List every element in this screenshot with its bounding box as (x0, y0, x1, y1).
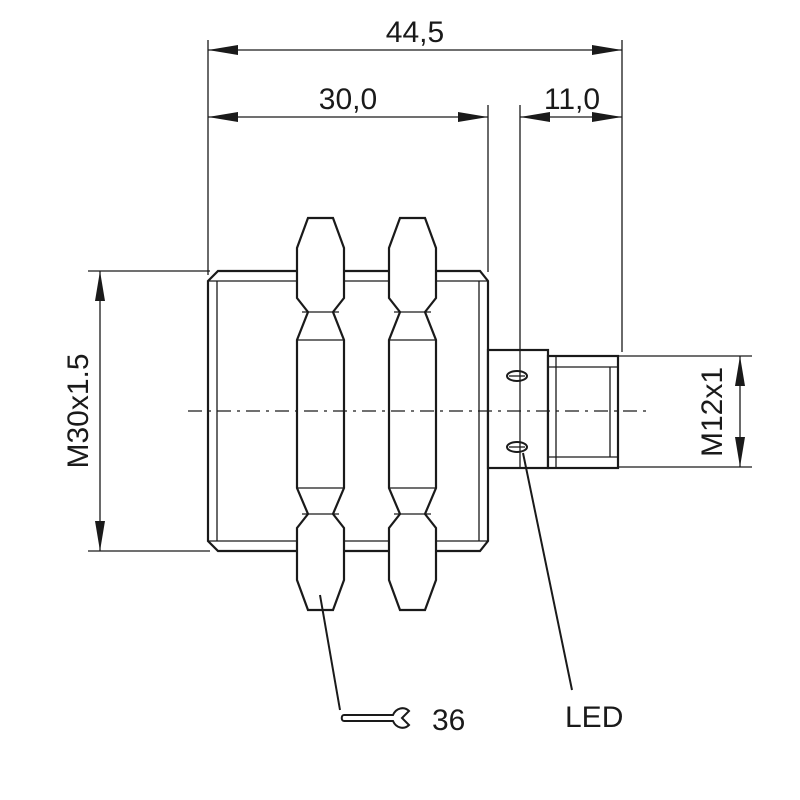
led-indicators (506, 370, 528, 453)
wrench-callout: 36 (319, 594, 465, 737)
led-label: LED (565, 701, 623, 734)
dimension-connector-length: 11,0 (520, 83, 622, 122)
dimension-overall-length: 44,5 (208, 16, 622, 55)
dimension-label-overall: 44,5 (386, 16, 444, 49)
wrench-size-label: 36 (432, 704, 465, 737)
dimension-connector-thread: M12x1 (696, 356, 745, 467)
connector-housing (486, 348, 620, 470)
dimension-body-length: 30,0 (208, 83, 488, 122)
dimension-label-connector: 11,0 (544, 83, 600, 116)
led-bottom (506, 441, 528, 453)
dimension-label-connector-thread: M12x1 (696, 367, 729, 457)
lock-nut-front (295, 216, 346, 612)
dimension-body-thread: M30x1.5 (62, 271, 105, 551)
dimension-label-body: 30,0 (319, 83, 377, 116)
extension-lines (88, 40, 752, 552)
led-callout: LED (522, 452, 623, 734)
led-top (506, 370, 528, 382)
wrench-icon (340, 707, 411, 729)
lock-nut-rear (387, 216, 438, 612)
dimension-label-body-thread: M30x1.5 (62, 353, 95, 468)
